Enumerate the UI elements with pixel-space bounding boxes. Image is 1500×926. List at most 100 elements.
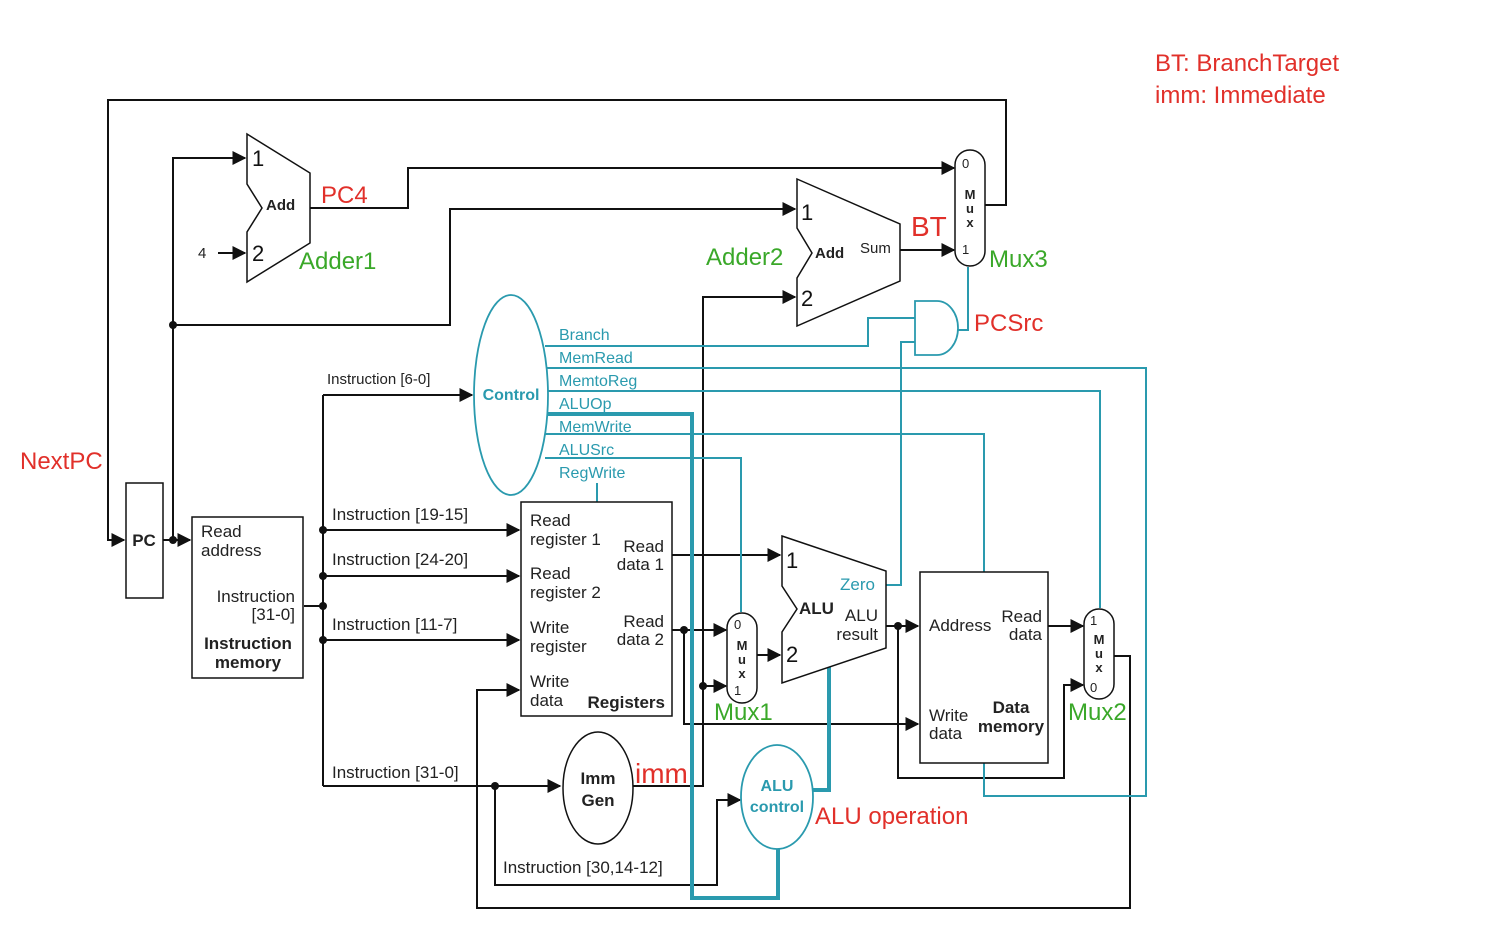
- alu-in2: 2: [786, 642, 798, 667]
- im-read-address-1: Read: [201, 522, 242, 541]
- imm-gen: Imm Gen: [562, 731, 634, 845]
- reg-wr-a: Write: [530, 618, 569, 637]
- label-pcsrc: PCSrc: [974, 310, 1043, 337]
- alu-result-2: result: [836, 625, 878, 644]
- reg-rd2-b: data 2: [617, 630, 664, 649]
- mux1-m: M: [737, 638, 748, 653]
- adder2-op: Add: [815, 245, 844, 262]
- datapath-wires: [107, 99, 1131, 909]
- reg-rd1-a: Read: [623, 537, 664, 556]
- mux3: 0 M u x 1: [954, 149, 986, 267]
- label-mux3: Mux3: [989, 246, 1048, 273]
- mux3-m: M: [965, 187, 976, 202]
- signal-regwrite: RegWrite: [559, 465, 625, 482]
- instruction-memory: Read address Instruction [31-0] Instruct…: [191, 516, 304, 679]
- mux3-u: u: [966, 201, 974, 216]
- label-alu-operation: ALU operation: [815, 803, 968, 830]
- alu-control: ALU control: [740, 744, 814, 850]
- program-counter: PC: [125, 482, 164, 599]
- field-24-20: Instruction [24-20]: [332, 550, 468, 569]
- adder2-in2: 2: [801, 286, 813, 311]
- reg-rr2-b: register 2: [530, 583, 601, 602]
- mux1-in0: 0: [734, 617, 741, 632]
- adder1-in1: 1: [252, 146, 264, 171]
- im-title-2: memory: [215, 653, 282, 672]
- field-31-0: Instruction [31-0]: [332, 763, 459, 782]
- annotations-red: NextPC PC4 BT PCSrc imm ALU operation: [20, 182, 1043, 830]
- adder2-sum: Sum: [860, 240, 891, 257]
- label-bt: BT: [911, 211, 947, 242]
- signal-branch: Branch: [559, 327, 610, 344]
- signal-memwrite: MemWrite: [559, 419, 632, 436]
- pc-label: PC: [132, 531, 156, 550]
- mux2: 1 M u x 0: [1083, 608, 1115, 700]
- control-unit: Control: [473, 294, 549, 496]
- adder2: Add Sum 1 2: [796, 177, 901, 328]
- dm-write-2: data: [929, 724, 963, 743]
- mux3-x: x: [966, 215, 974, 230]
- signal-memtoreg: MemtoReg: [559, 373, 637, 390]
- legend-line2: imm: Immediate: [1155, 82, 1326, 109]
- mux1: 0 M u x 1: [726, 612, 758, 704]
- alu-zero: Zero: [840, 575, 875, 594]
- mux2-x: x: [1095, 660, 1103, 675]
- dm-read-1: Read: [1001, 607, 1042, 626]
- dm-title-1: Data: [993, 698, 1030, 717]
- instruction-fields: Instruction [6-0] Instruction [19-15] In…: [327, 371, 663, 877]
- im-instruction-1: Instruction: [217, 587, 295, 606]
- label-mux2: Mux2: [1068, 699, 1127, 726]
- adder1: Add 1 2 4: [198, 132, 311, 284]
- label-pc4: PC4: [321, 182, 368, 209]
- mux3-in1: 1: [962, 242, 969, 257]
- reg-rr1-a: Read: [530, 511, 571, 530]
- register-file: Read register 1 Read register 2 Write re…: [520, 501, 673, 717]
- mux1-in1: 1: [734, 683, 741, 698]
- reg-wr-b: register: [530, 637, 587, 656]
- adder1-constant: 4: [198, 245, 206, 262]
- junction-dots: [169, 321, 902, 790]
- control-signals: Branch MemRead MemtoReg ALUOp MemWrite A…: [559, 327, 637, 482]
- mux2-u: u: [1095, 646, 1103, 661]
- im-read-address-2: address: [201, 541, 261, 560]
- label-nextpc: NextPC: [20, 448, 103, 475]
- dm-write-1: Write: [929, 706, 968, 725]
- data-memory: Address Read data Write data Data memory: [919, 571, 1049, 764]
- legend: BT: BranchTarget imm: Immediate: [1155, 50, 1339, 109]
- legend-line1: BT: BranchTarget: [1155, 50, 1339, 77]
- alu-control-line1: ALU: [761, 778, 794, 795]
- im-instruction-2: [31-0]: [252, 605, 295, 624]
- adder1-in2: 2: [252, 241, 264, 266]
- reg-title: Registers: [588, 693, 665, 712]
- mux3-in0: 0: [962, 156, 969, 171]
- signal-aluop: ALUOp: [559, 396, 612, 413]
- label-adder1: Adder1: [299, 248, 376, 275]
- field-6-0: Instruction [6-0]: [327, 371, 430, 388]
- dm-read-2: data: [1009, 625, 1043, 644]
- label-imm: imm: [635, 758, 688, 789]
- im-title-1: Instruction: [204, 634, 292, 653]
- control-label: Control: [483, 387, 540, 404]
- annotations-green: Adder1 Adder2 Mux3 Mux1 Mux2: [299, 244, 1127, 726]
- imm-gen-line1: Imm: [581, 769, 616, 788]
- dm-title-2: memory: [978, 717, 1045, 736]
- imm-gen-line2: Gen: [581, 791, 614, 810]
- alu-control-line2: control: [750, 799, 804, 816]
- reg-wd-a: Write: [530, 672, 569, 691]
- mux1-u: u: [738, 652, 746, 667]
- mux1-x: x: [738, 666, 746, 681]
- reg-rd1-b: data 1: [617, 555, 664, 574]
- field-30-14-12: Instruction [30,14-12]: [503, 858, 663, 877]
- signal-alusrc: ALUSrc: [559, 442, 614, 459]
- reg-wd-b: data: [530, 691, 564, 710]
- adder2-in1: 1: [801, 200, 813, 225]
- alu-result-1: ALU: [845, 606, 878, 625]
- alu-in1: 1: [786, 548, 798, 573]
- alu-label: ALU: [799, 599, 834, 618]
- field-11-7: Instruction [11-7]: [332, 615, 457, 634]
- control-wires: [545, 267, 1147, 900]
- label-adder2: Adder2: [706, 244, 783, 271]
- mux2-in0: 0: [1090, 680, 1097, 695]
- signal-memread: MemRead: [559, 350, 633, 367]
- dm-address: Address: [929, 616, 991, 635]
